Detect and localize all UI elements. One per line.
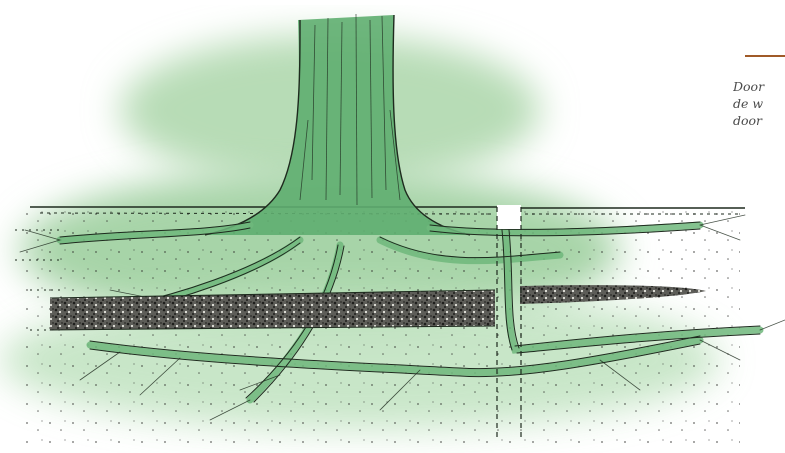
caption-line-3: door (733, 112, 785, 129)
caption-line-1: Door (733, 78, 785, 95)
caption-line-2: de w (733, 95, 785, 112)
caption-divider (745, 55, 785, 57)
caption-text: Door de w door (733, 78, 785, 129)
